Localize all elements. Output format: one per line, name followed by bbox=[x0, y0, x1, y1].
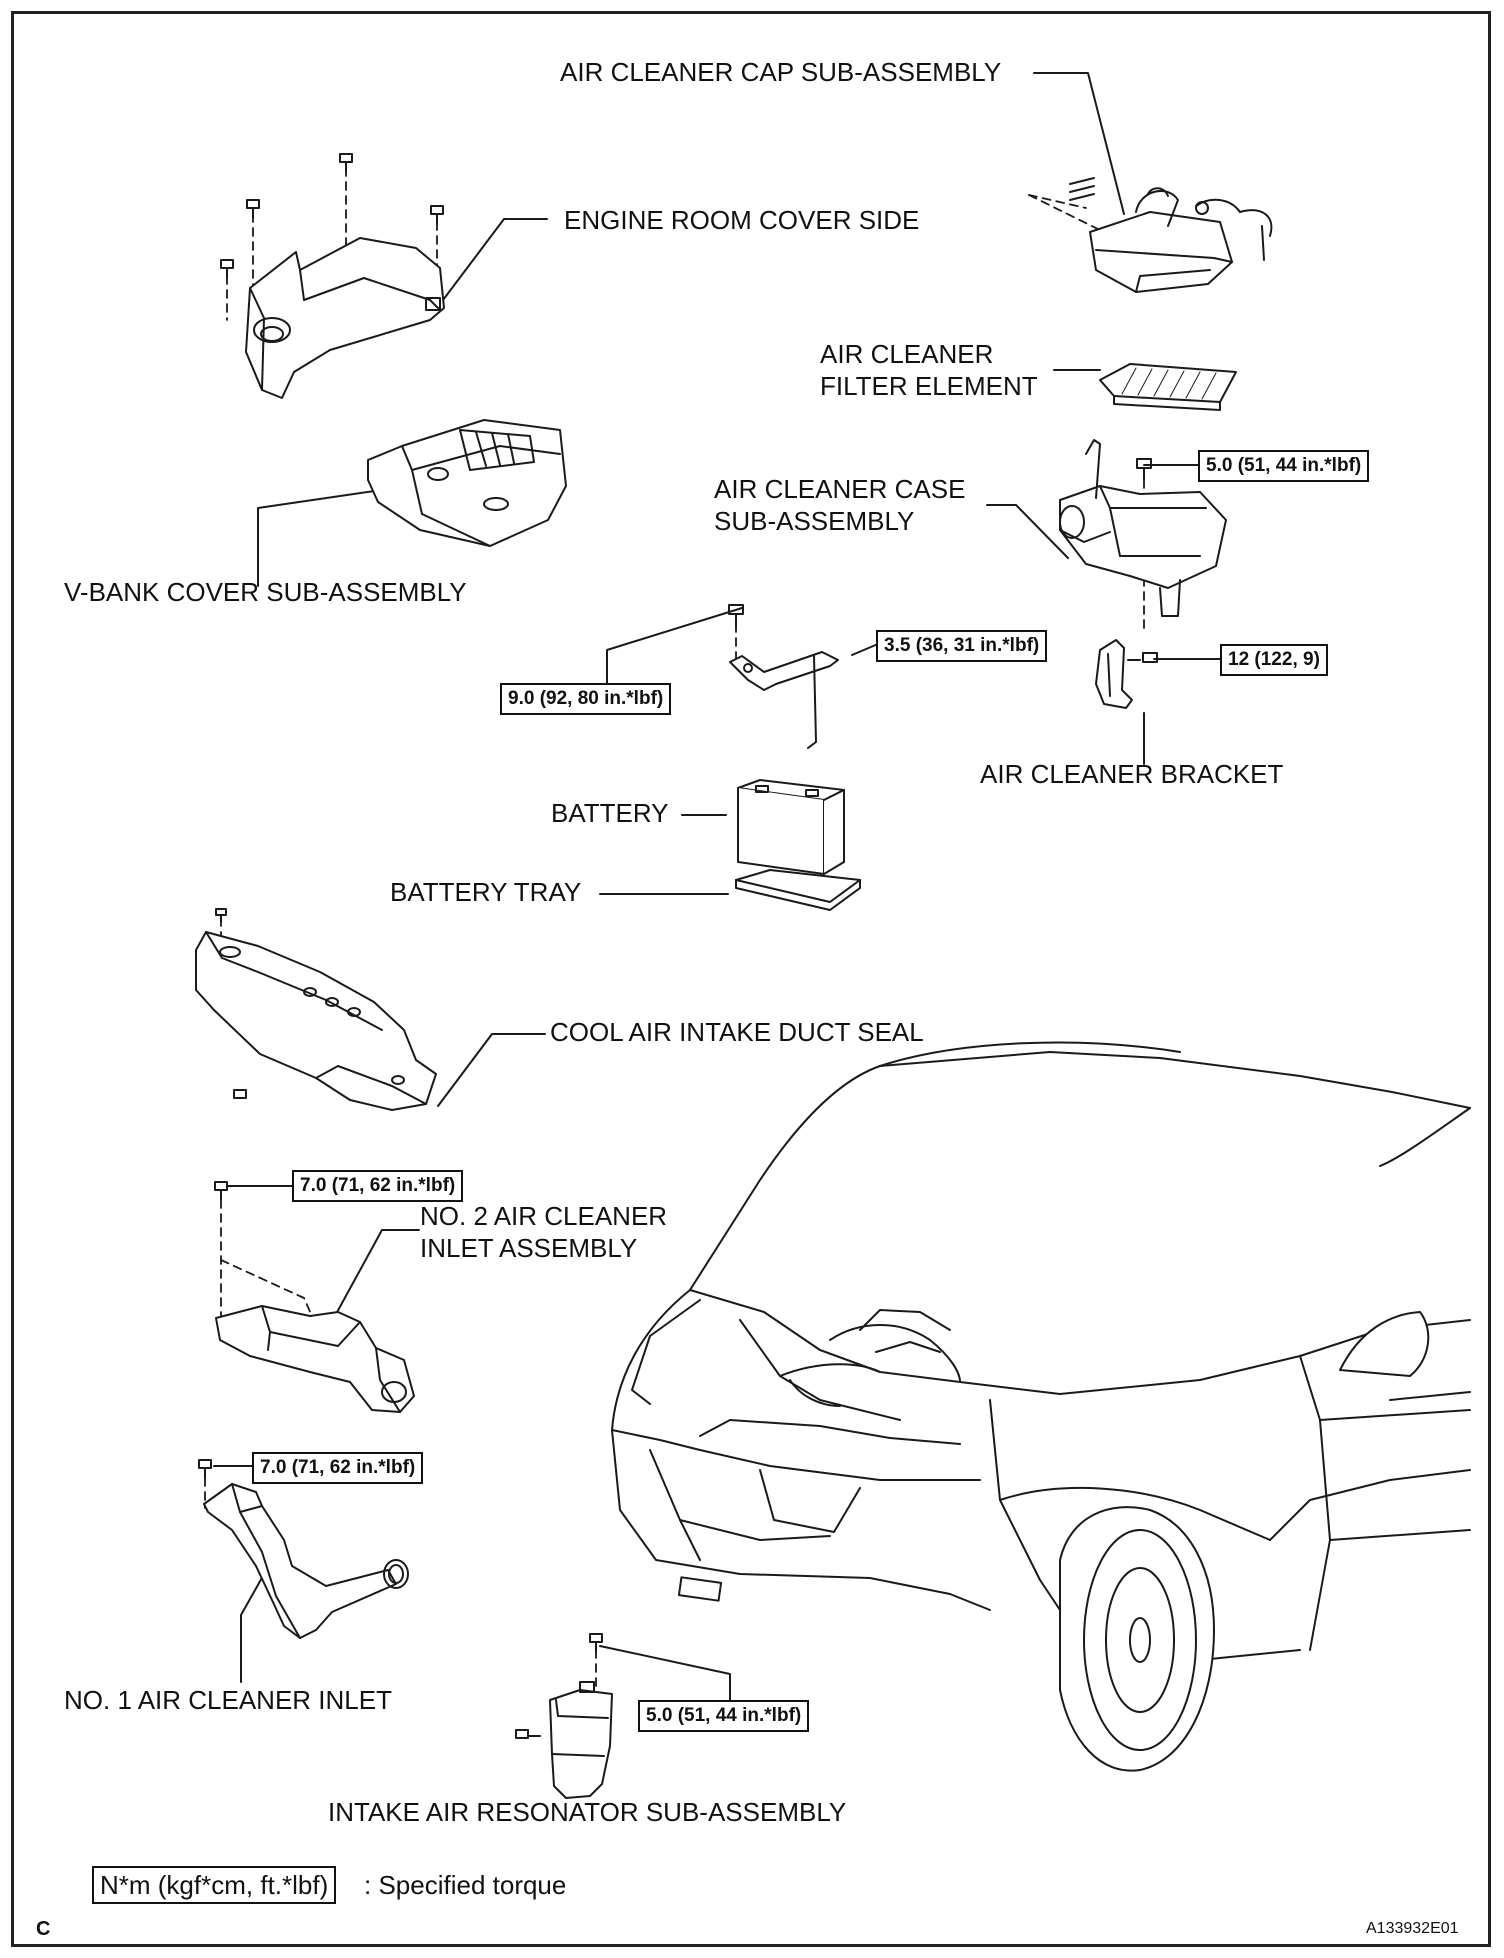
torque-box-case-bolt: 5.0 (51, 44 in.*lbf) bbox=[1198, 450, 1370, 482]
air-cleaner-cap-drawing bbox=[1069, 177, 1273, 293]
torque-box-bracket-bolt: 12 (122, 9) bbox=[1220, 644, 1328, 676]
torque-box-clamp-nut: 3.5 (36, 31 in.*lbf) bbox=[876, 630, 1048, 662]
label-no2-inlet-2: INLET ASSEMBLY bbox=[420, 1233, 638, 1263]
air-cleaner-case-drawing bbox=[1059, 439, 1227, 617]
torque-box-clamp-bolt: 9.0 (92, 80 in.*lbf) bbox=[500, 683, 672, 715]
torque-box-no1-inlet: 7.0 (71, 62 in.*lbf) bbox=[252, 1452, 424, 1484]
torque-box-resonator: 5.0 (51, 44 in.*lbf) bbox=[638, 1700, 810, 1732]
label-no1-air-cleaner-inlet: NO. 1 AIR CLEANER INLET bbox=[64, 1685, 392, 1715]
figure-id: A133932E01 bbox=[1366, 1920, 1459, 1937]
engine-room-cover-side-drawing bbox=[245, 237, 445, 399]
torque-legend-box: N*m (kgf*cm, ft.*lbf) bbox=[92, 1866, 337, 1904]
label-air-cleaner-cap: AIR CLEANER CAP SUB-ASSEMBLY bbox=[560, 57, 1002, 87]
torque-box-no2-inlet: 7.0 (71, 62 in.*lbf) bbox=[292, 1170, 464, 1202]
bolt-icons bbox=[198, 153, 1158, 1739]
vehicle-drawing bbox=[611, 1041, 1471, 1772]
label-air-cleaner-filter-element-1: AIR CLEANER bbox=[820, 339, 994, 369]
label-intake-air-resonator: INTAKE AIR RESONATOR SUB-ASSEMBLY bbox=[328, 1797, 847, 1827]
no2-air-cleaner-inlet-drawing bbox=[215, 1305, 415, 1413]
label-cool-air-intake-duct-seal: COOL AIR INTAKE DUCT SEAL bbox=[550, 1017, 924, 1047]
battery-tray-drawing bbox=[735, 869, 861, 911]
page-frame bbox=[11, 11, 1491, 1947]
air-cleaner-bracket-drawing bbox=[1095, 639, 1133, 709]
label-battery-tray: BATTERY TRAY bbox=[390, 877, 582, 907]
label-air-cleaner-case-1: AIR CLEANER CASE bbox=[714, 474, 966, 504]
label-no2-inlet-1: NO. 2 AIR CLEANER bbox=[420, 1201, 668, 1231]
label-v-bank-cover: V-BANK COVER SUB-ASSEMBLY bbox=[64, 577, 467, 607]
intake-air-resonator-drawing bbox=[549, 1681, 613, 1799]
label-air-cleaner-filter-element-2: FILTER ELEMENT bbox=[820, 371, 1038, 401]
battery-drawing bbox=[737, 779, 845, 875]
label-battery: BATTERY bbox=[551, 798, 669, 828]
v-bank-cover-drawing bbox=[367, 419, 567, 547]
no1-air-cleaner-inlet-drawing bbox=[203, 1483, 409, 1639]
torque-legend-text: : Specified torque bbox=[364, 1870, 567, 1900]
label-engine-room-cover-side: ENGINE ROOM COVER SIDE bbox=[564, 205, 920, 235]
cool-air-intake-duct-seal-drawing bbox=[195, 931, 437, 1111]
air-cleaner-filter-element-drawing bbox=[1099, 363, 1237, 411]
corner-letter: C bbox=[36, 1918, 51, 1940]
label-air-cleaner-bracket: AIR CLEANER BRACKET bbox=[980, 759, 1284, 789]
battery-clamp-drawing bbox=[729, 651, 839, 749]
label-air-cleaner-case-2: SUB-ASSEMBLY bbox=[714, 506, 915, 536]
